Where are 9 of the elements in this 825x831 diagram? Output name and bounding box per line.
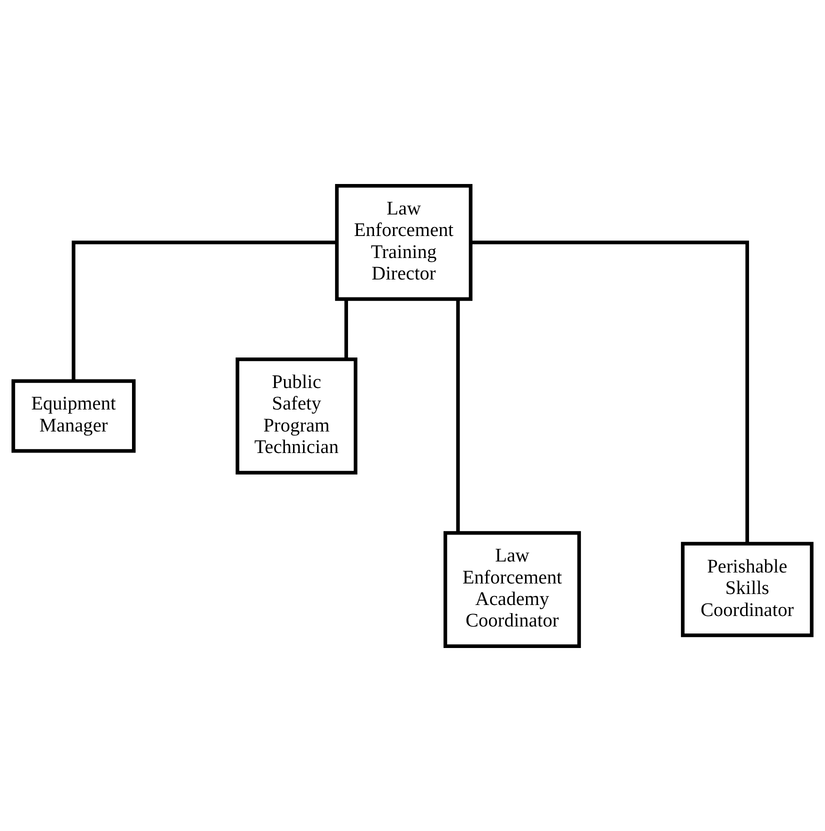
node-box: Law Enforcement Academy Coordinator (444, 530, 581, 648)
node-box: Law Enforcement Training Director (335, 184, 472, 300)
connector (72, 240, 337, 380)
node-box: Public Safety Program Technician (236, 357, 358, 474)
connector (344, 298, 348, 359)
connector (470, 240, 750, 543)
node-box: Equipment Manager (12, 378, 136, 452)
node-box: Perishable Skills Coordinator (680, 541, 814, 637)
connector (456, 298, 460, 532)
